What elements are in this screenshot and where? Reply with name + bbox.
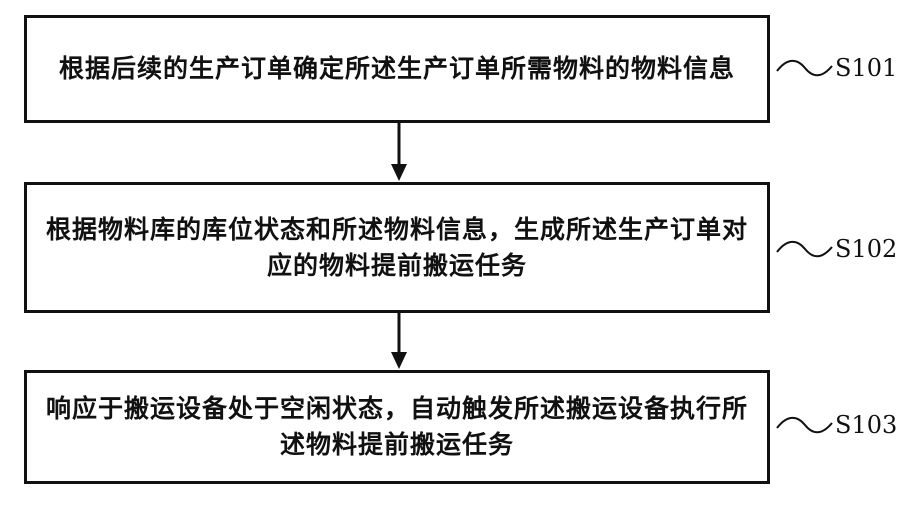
step-label-s102: S102 bbox=[835, 235, 897, 263]
leader-squiggle-s102 bbox=[777, 242, 832, 256]
leader-squiggle-s103 bbox=[777, 418, 832, 432]
arrowhead-s102-to-s103 bbox=[391, 352, 407, 369]
step-label-s103: S103 bbox=[835, 411, 897, 439]
leader-squiggle-s101 bbox=[777, 61, 832, 75]
step-label-s101: S101 bbox=[835, 54, 897, 82]
arrowhead-s101-to-s102 bbox=[391, 164, 407, 181]
